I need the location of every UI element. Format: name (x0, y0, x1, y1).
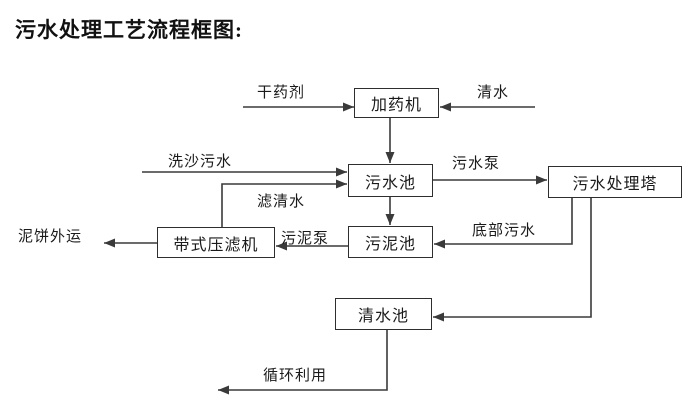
flow-label-dry-chemical: 干药剂 (257, 84, 306, 101)
node-sewage-pool: 污水池 (348, 164, 433, 197)
page-title: 污水处理工艺流程框图: (15, 18, 243, 42)
edge-bottom-sewage-to-sludge-pool (434, 198, 573, 249)
flow-label-filtered-water: 滤清水 (257, 193, 306, 210)
flow-label-sand-washing-sewage: 洗沙污水 (168, 153, 233, 170)
flow-label-bottom-sewage: 底部污水 (472, 222, 537, 239)
flow-label-recycle-use: 循环利用 (263, 367, 328, 384)
node-dosing-machine: 加药机 (354, 88, 439, 118)
node-sludge-pool: 污泥池 (348, 226, 433, 258)
edge-clean-water-pool-to-recycle-use (218, 330, 388, 395)
node-treatment-tower: 污水处理塔 (548, 166, 682, 198)
flow-label-mud-cake-out: 泥饼外运 (18, 228, 83, 245)
edge-treatment-tower-to-clean-water-pool (433, 198, 592, 322)
flow-label-clean-water: 清水 (477, 84, 510, 101)
node-clean-water-pool: 清水池 (335, 298, 432, 330)
node-belt-filter-press: 带式压滤机 (157, 227, 275, 258)
flow-label-sludge-pump: 污泥泵 (281, 230, 330, 247)
flow-label-sewage-pump: 污水泵 (452, 155, 501, 172)
edge-filtered-water-to-sewage-pool (221, 179, 347, 227)
